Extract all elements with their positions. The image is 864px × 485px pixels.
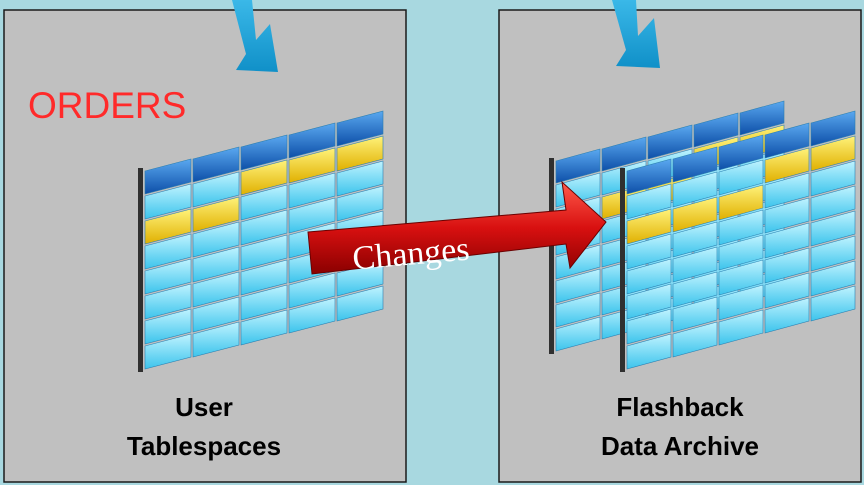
table-cell <box>626 258 672 295</box>
table-cell <box>192 296 240 333</box>
table-cell <box>626 183 672 220</box>
table-cell <box>718 309 764 346</box>
table-header-cell <box>718 134 764 171</box>
table-cell <box>336 135 384 172</box>
table-header-cell <box>601 136 647 172</box>
table-cell <box>288 147 336 184</box>
archive-table-front-icon <box>620 110 856 372</box>
table-cell <box>192 321 240 358</box>
table-cell <box>672 296 718 333</box>
table-cell <box>192 221 240 258</box>
table-header-cell <box>647 124 693 160</box>
table-cell <box>764 247 810 284</box>
table-cell <box>288 297 336 334</box>
table-frame-bar <box>549 158 554 354</box>
right-caption-line1: Flashback <box>616 392 744 422</box>
right-caption-line2: Data Archive <box>601 431 759 461</box>
table-cell <box>810 185 856 222</box>
table-header-cell <box>810 110 856 147</box>
table-header-cell <box>626 158 672 195</box>
table-cell <box>192 196 240 233</box>
table-cell <box>144 283 192 320</box>
table-cell <box>288 272 336 309</box>
table-cell <box>555 268 601 304</box>
table-cell <box>810 260 856 297</box>
table-cell <box>555 316 601 352</box>
table-frame-bar <box>620 168 625 372</box>
table-cell <box>764 147 810 184</box>
table-header-cell <box>693 112 739 148</box>
left-incoming-arrow-icon <box>232 0 278 72</box>
table-cell <box>672 171 718 208</box>
table-cell <box>718 159 764 196</box>
orders-table-icon <box>138 110 384 372</box>
table-cell <box>764 222 810 259</box>
table-cell <box>718 209 764 246</box>
table-cell <box>144 208 192 245</box>
table-cell <box>336 285 384 322</box>
table-cell <box>810 285 856 322</box>
table-header-cell <box>336 110 384 147</box>
table-cell <box>672 246 718 283</box>
table-header-cell <box>764 122 810 159</box>
table-cell <box>144 308 192 345</box>
table-cell <box>192 246 240 283</box>
table-cell <box>626 208 672 245</box>
table-cell <box>240 259 288 296</box>
table-cell <box>810 235 856 272</box>
table-cell <box>144 233 192 270</box>
table-cell <box>672 221 718 258</box>
table-cell <box>240 234 288 271</box>
table-cell <box>240 184 288 221</box>
table-cell <box>336 160 384 197</box>
table-header-cell <box>288 122 336 159</box>
table-cell <box>626 308 672 345</box>
table-cell <box>764 272 810 309</box>
table-cell <box>240 159 288 196</box>
table-header-cell <box>672 146 718 183</box>
table-cell <box>718 284 764 321</box>
table-cell <box>192 171 240 208</box>
table-header-cell <box>192 146 240 183</box>
table-cell <box>144 258 192 295</box>
table-cell <box>336 185 384 222</box>
table-cell <box>144 183 192 220</box>
table-cell <box>555 292 601 328</box>
table-cell <box>240 284 288 321</box>
left-caption-line1: User <box>175 392 233 422</box>
table-cell <box>764 172 810 209</box>
table-cell <box>672 271 718 308</box>
right-incoming-arrow-icon <box>612 0 660 68</box>
table-cell <box>626 233 672 270</box>
table-cell <box>288 197 336 234</box>
table-cell <box>764 297 810 334</box>
table-header-cell <box>739 100 785 136</box>
table-cell <box>144 333 192 370</box>
orders-label: ORDERS <box>28 85 186 126</box>
table-cell <box>810 210 856 247</box>
table-cell <box>626 283 672 320</box>
table-cell <box>192 271 240 308</box>
table-cell <box>810 135 856 172</box>
table-cell <box>764 197 810 234</box>
table-cell <box>810 160 856 197</box>
table-cell <box>240 209 288 246</box>
table-cell <box>718 259 764 296</box>
table-cell <box>672 321 718 358</box>
table-header-cell <box>144 158 192 195</box>
table-cell <box>718 234 764 271</box>
left-caption-line2: Tablespaces <box>127 431 281 461</box>
table-header-cell <box>240 134 288 171</box>
table-cell <box>626 333 672 370</box>
table-header-cell <box>555 148 601 184</box>
table-cell <box>718 184 764 221</box>
table-cell <box>672 196 718 233</box>
table-cell <box>240 309 288 346</box>
table-cell <box>288 172 336 209</box>
table-frame-bar <box>138 168 143 372</box>
